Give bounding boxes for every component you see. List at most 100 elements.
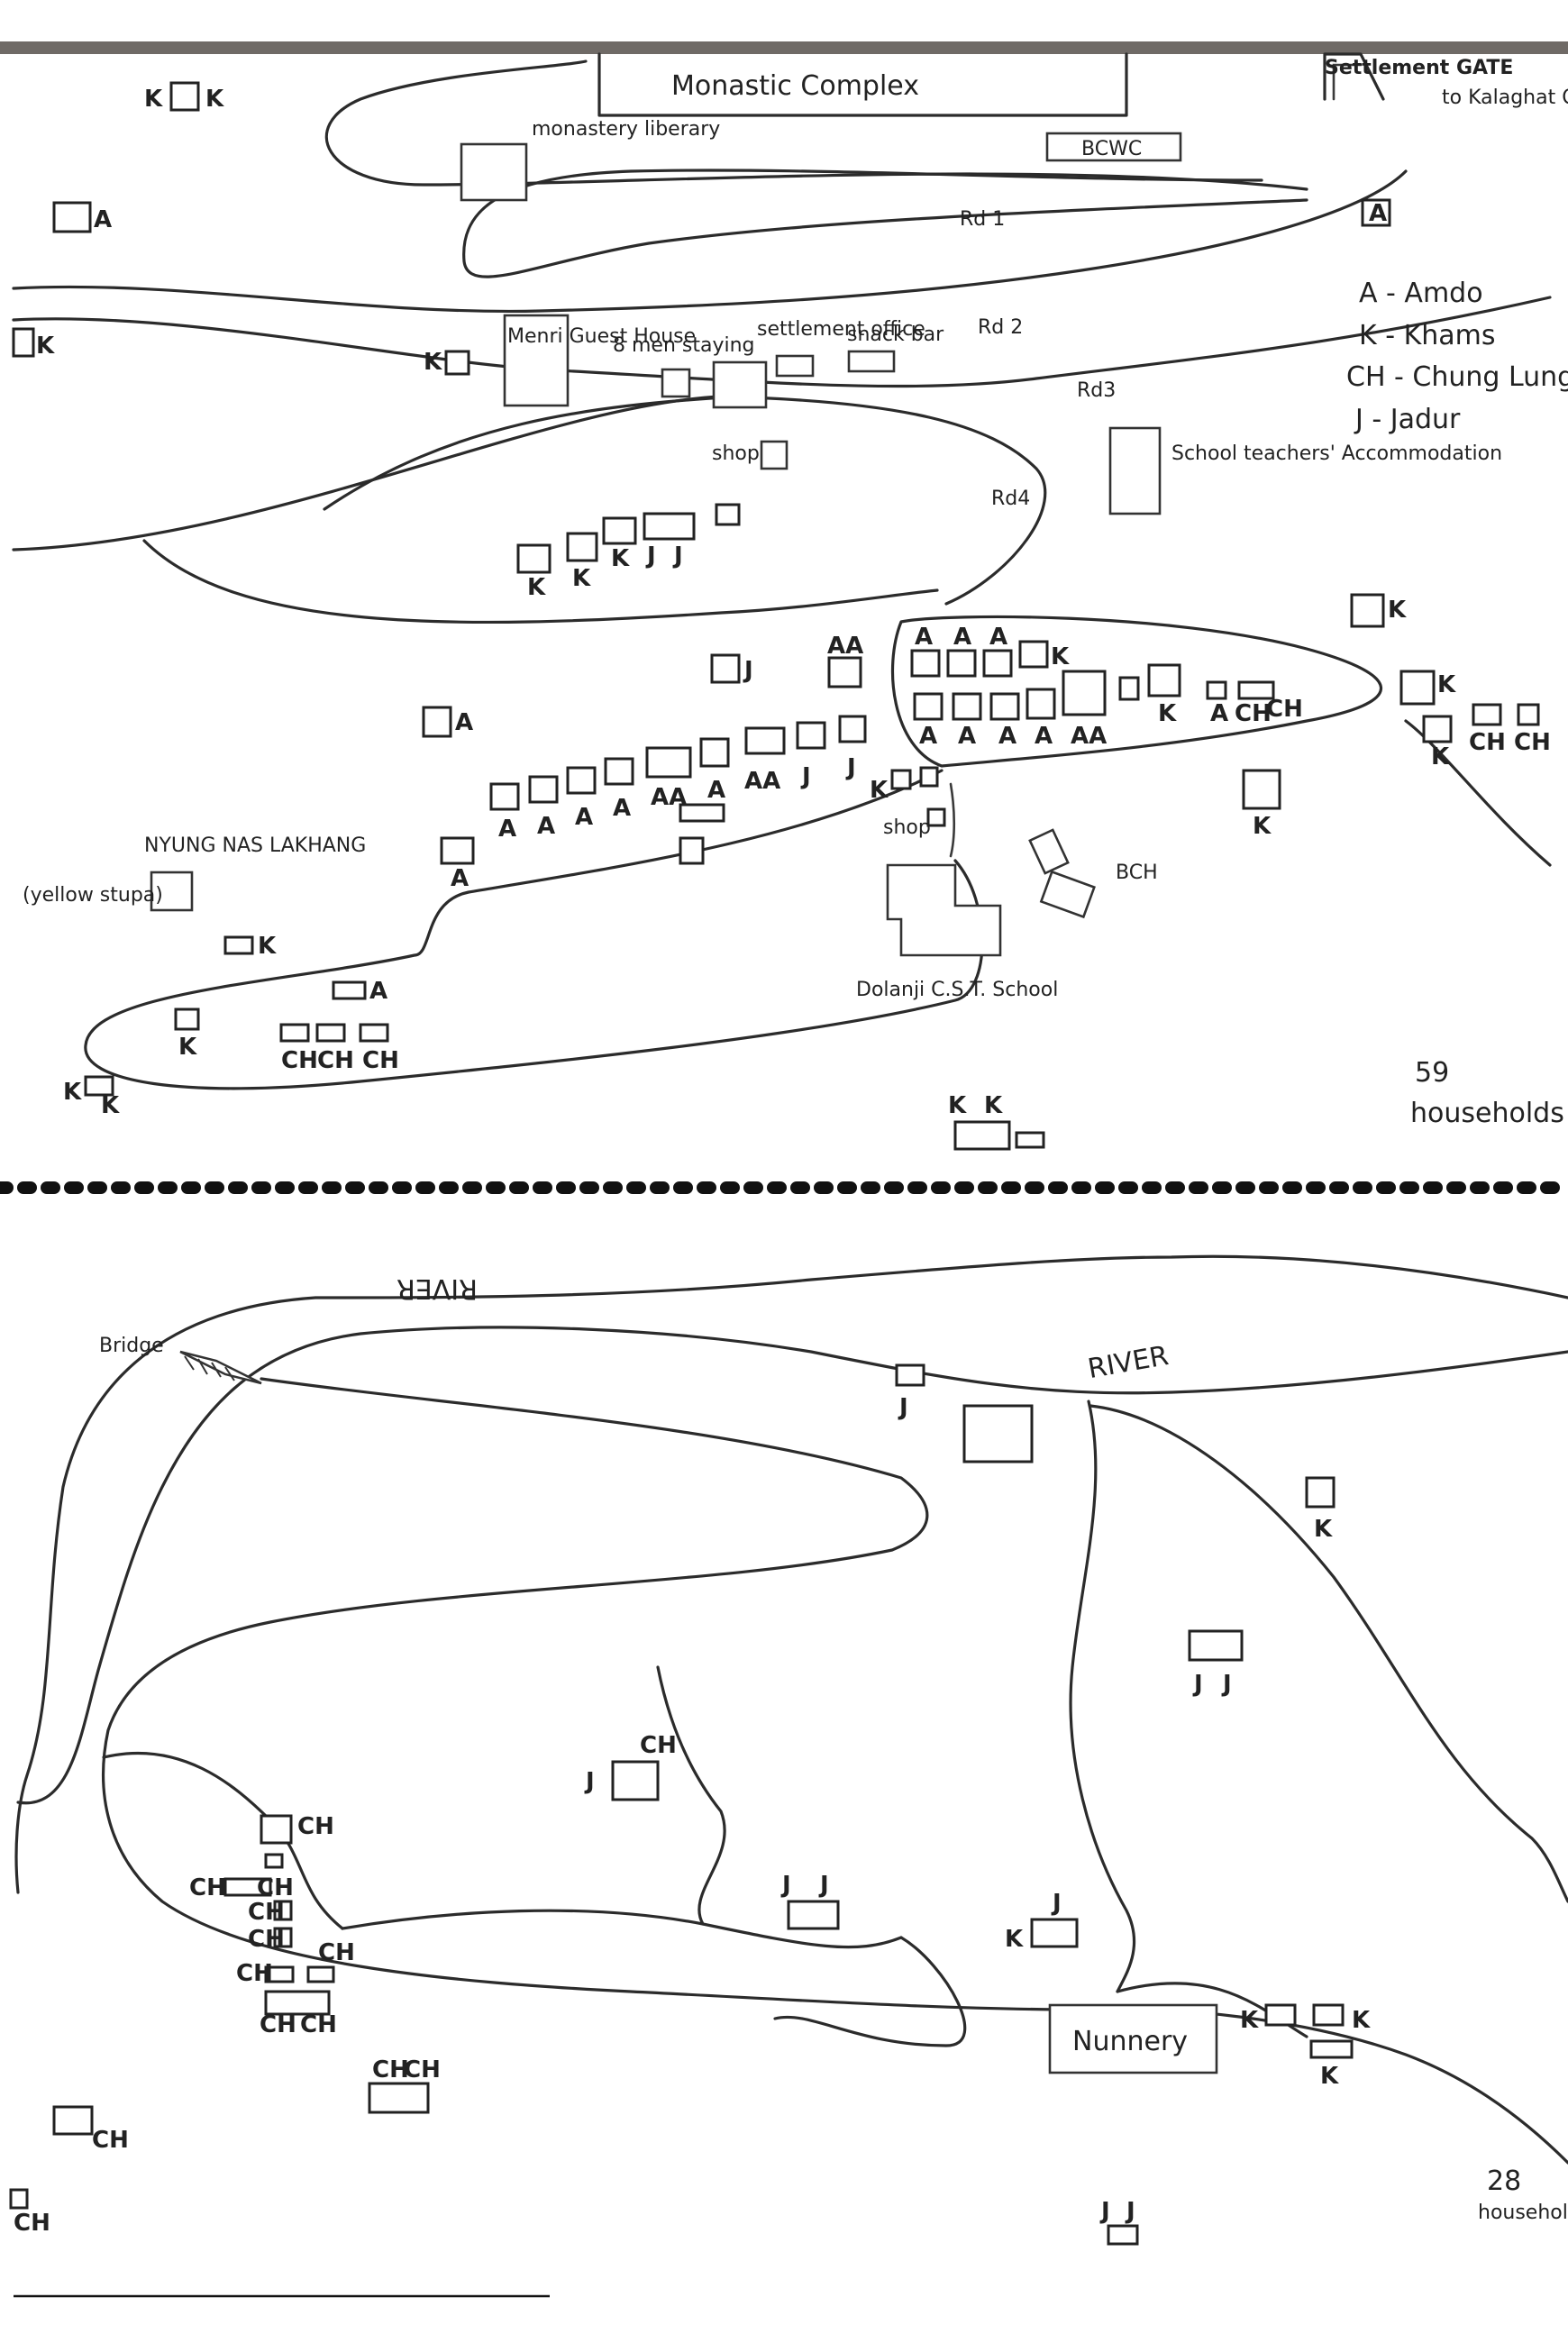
household-marker: [566, 766, 597, 795]
household-marker: [910, 649, 941, 678]
household-marker: [679, 803, 725, 823]
household-code-a: A: [953, 624, 971, 651]
river-label-mirrored: RIVER: [397, 1272, 478, 1304]
household-marker: [1062, 670, 1107, 716]
household-marker: [1147, 663, 1181, 698]
shop-building: [760, 440, 789, 470]
household-code-ch: CH: [404, 2056, 441, 2083]
household-marker: [279, 1023, 310, 1043]
nunnery-building: [1048, 2003, 1218, 2074]
nunnery-label: Nunnery: [1072, 2026, 1188, 2057]
household-marker: [715, 503, 741, 526]
top-household-total: 59: [1415, 1057, 1449, 1089]
household-marker: [1026, 688, 1056, 720]
household-code-ch: CH: [1514, 729, 1551, 756]
household-code-k: K: [1240, 2007, 1259, 2034]
river-north-bank: [14, 1254, 1568, 1894]
household-code-ch: CH: [1235, 700, 1272, 727]
household-marker: [1030, 1918, 1079, 1948]
yellow-stupa-label: (yellow stupa): [23, 884, 163, 907]
household-code-ch: CH: [92, 2127, 129, 2154]
household-marker: [952, 692, 982, 721]
household-marker: [919, 766, 939, 788]
school-teachers-building: [1108, 426, 1162, 515]
household-code-j: J: [743, 657, 753, 684]
snack-bar-building: [847, 350, 896, 373]
household-marker: [962, 1404, 1034, 1463]
household-code-ch: CH: [318, 1939, 355, 1966]
household-marker: [528, 775, 559, 804]
legend: A - Amdo K - Khams CH - Chung Lung J - J…: [1346, 278, 1568, 435]
household-code-ch: CH: [1266, 696, 1303, 723]
household-code-j: J: [1099, 2198, 1110, 2225]
household-code-k: K: [1158, 700, 1177, 727]
west-lane: [102, 1751, 344, 1930]
household-code-a: A: [575, 804, 593, 831]
east-lane: [1069, 1400, 1136, 1993]
bottom-map: RIVER RIVER Bridge Nunnery 28 household …: [9, 1254, 1568, 2298]
bcwc-label: BCWC: [1081, 138, 1142, 160]
household-marker: [787, 1900, 840, 1930]
household-marker: [645, 746, 692, 779]
bch-building-1: [1028, 828, 1070, 875]
household-code-a: A: [919, 723, 937, 750]
monastery-library-building: [460, 142, 528, 202]
household-code-k: K: [1437, 671, 1456, 698]
household-code-a: A: [451, 865, 469, 892]
legend-jadur: J - Jadur: [1354, 404, 1461, 435]
household-code-a: A: [915, 624, 933, 651]
household-marker: [52, 201, 92, 233]
household-code-k: K: [611, 545, 630, 572]
household-marker: [566, 532, 598, 562]
household-code-a: A: [455, 709, 473, 736]
household-marker: [982, 649, 1013, 678]
bridge-deck: [179, 1350, 262, 1385]
household-code-ch: CH: [236, 1960, 273, 1987]
household-marker: [926, 807, 946, 827]
household-code-k: K: [948, 1092, 967, 1119]
household-code-ch: CH: [257, 1874, 294, 1901]
household-marker: [12, 327, 35, 358]
household-code-a: A: [94, 206, 112, 233]
household-marker: [827, 656, 862, 688]
settlement-office-label: settlement office: [757, 318, 925, 341]
household-code-j: J: [645, 542, 656, 570]
household-code-k: K: [1431, 743, 1450, 770]
shop-label: shop: [712, 442, 760, 465]
shop-label-south: shop: [883, 816, 931, 839]
school-label: Dolanji C.S.T. School: [856, 979, 1058, 1001]
far-east-lane: [1089, 1404, 1568, 1903]
road-4-loop: [12, 395, 1047, 606]
bcwc-building: [1045, 132, 1182, 162]
household-marker: [9, 2188, 29, 2210]
household-code-k: K: [527, 574, 546, 601]
household-marker: [946, 649, 977, 678]
household-marker: [264, 1965, 295, 1983]
household-marker: [643, 512, 696, 541]
household-code-k: K: [1352, 2007, 1371, 2034]
settlement-gate-frame: [1323, 52, 1385, 101]
central-building: [712, 360, 768, 409]
household-code-j: J: [584, 1768, 595, 1795]
household-marker: [444, 350, 470, 376]
school-building: [886, 863, 1002, 957]
household-marker: [332, 980, 367, 1000]
household-marker: [1015, 1131, 1045, 1149]
household-code-k: K: [205, 86, 224, 113]
household-code-k: K: [36, 333, 55, 360]
household-marker: [1237, 680, 1275, 700]
household-code-j: J: [672, 542, 683, 570]
household-marker: [273, 1927, 293, 1948]
eastern-lobe-road: [890, 615, 1383, 768]
road-2: [12, 169, 1408, 313]
monastic-complex-outline: [597, 52, 1128, 117]
household-marker: [1188, 1629, 1244, 1662]
household-marker: [1472, 703, 1502, 726]
household-code-k: K: [144, 86, 163, 113]
household-code-j: J: [1221, 1671, 1232, 1698]
legend-khams: K - Khams: [1359, 320, 1496, 351]
household-code-k: K: [101, 1092, 120, 1119]
household-marker: [1309, 2039, 1354, 2059]
household-code-a: A: [498, 816, 516, 843]
household-code-a: AA: [744, 768, 780, 795]
